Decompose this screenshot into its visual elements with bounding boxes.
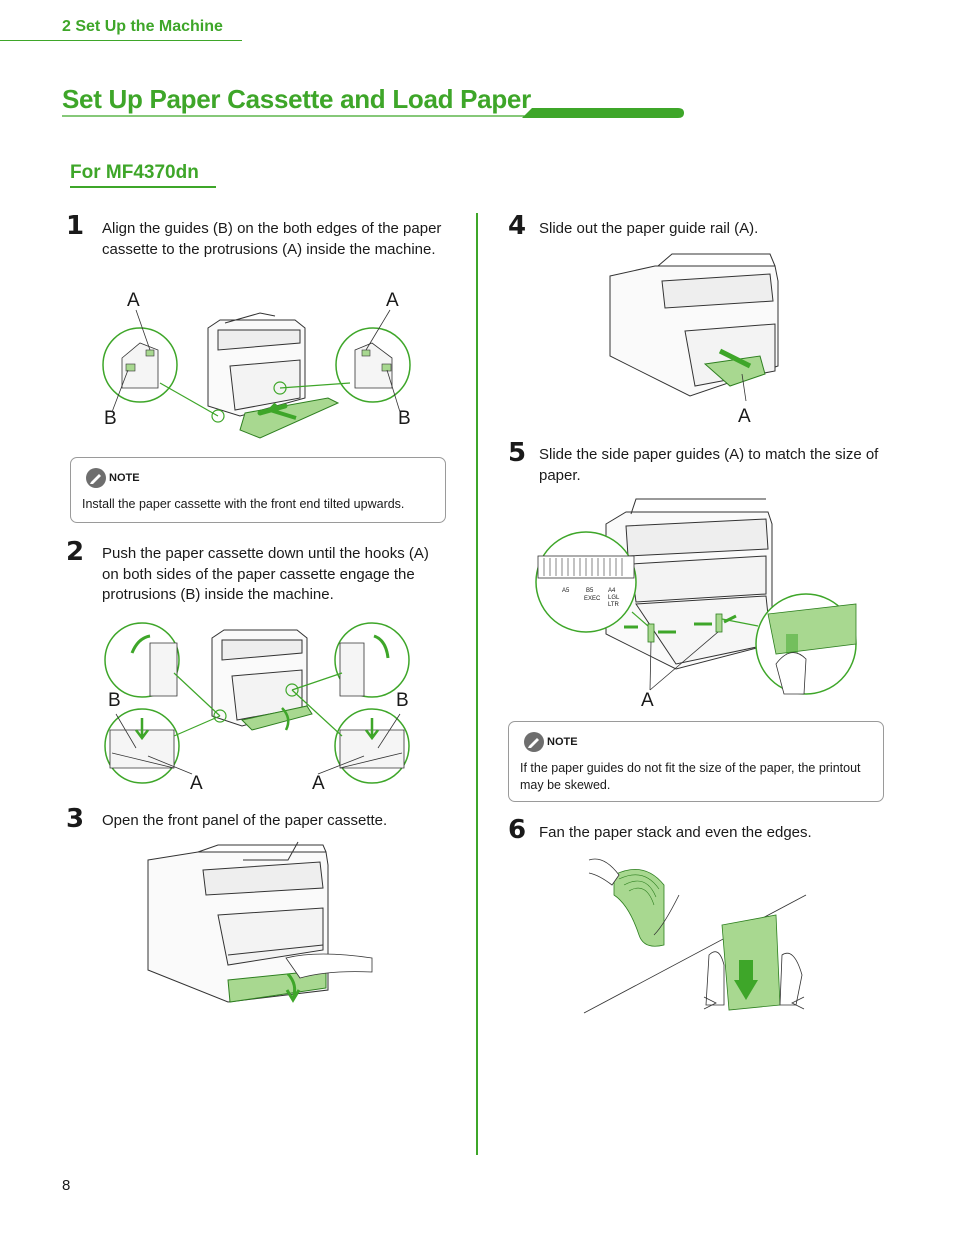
guide-rail-drawing: [609, 253, 779, 402]
callout-a-step5: A: [641, 690, 654, 711]
note-pencil-icon: [86, 468, 106, 488]
step-1-illustration: A A B B: [100, 288, 420, 448]
callout-b-right: B: [398, 408, 411, 429]
step-2-text: Push the paper cassette down until the h…: [102, 545, 429, 603]
callout-b-left-2: B: [108, 690, 121, 711]
column-divider: [476, 213, 478, 1155]
cassette-engage-drawing: [104, 622, 410, 784]
page-number: 8: [62, 1177, 71, 1194]
cassette-align-drawing: [102, 309, 411, 439]
model-subtitle: For MF4370dn: [70, 162, 199, 183]
step-3-illustration: [147, 841, 373, 1003]
size-a4: A4: [608, 588, 616, 594]
callout-b-left: B: [104, 408, 117, 429]
page-title: Set Up Paper Cassette and Load Paper: [62, 84, 531, 114]
step-4-text: Slide out the paper guide rail (A).: [539, 220, 759, 237]
chapter-header: 2 Set Up the Machine: [62, 18, 223, 35]
note-label-2: NOTE: [547, 736, 578, 748]
step-6-illustration: [583, 858, 807, 1014]
size-a5: A5: [562, 588, 570, 594]
step-1-number: 1: [66, 211, 85, 241]
callout-b-right-2: B: [396, 690, 409, 711]
chapter-underline: [0, 40, 242, 41]
title-underline: [62, 108, 684, 118]
step-1-text: Align the guides (B) on the both edges o…: [102, 220, 442, 258]
note-box-1: NOTE Install the paper cassette with the…: [70, 457, 446, 523]
size-exec: EXEC: [584, 596, 601, 602]
note-text-1: Install the paper cassette with the fron…: [82, 497, 405, 511]
callout-a-left-2: A: [190, 773, 203, 794]
note-text-2: If the paper guides do not fit the size …: [520, 761, 861, 792]
step-2-number: 2: [66, 537, 85, 567]
step-6-text: Fan the paper stack and even the edges.: [539, 824, 812, 841]
step-5-text: Slide the side paper guides (A) to match…: [539, 446, 879, 484]
size-b5: B5: [586, 588, 594, 594]
size-lgl: LGL: [608, 595, 620, 601]
step-3-text: Open the front panel of the paper casset…: [102, 812, 388, 829]
step-5-number: 5: [508, 438, 527, 468]
note-pencil-icon-2: [524, 732, 544, 752]
callout-a-right: A: [386, 290, 399, 311]
subtitle-underline: [70, 186, 216, 188]
callout-a-step4: A: [738, 406, 751, 427]
step-3-number: 3: [66, 804, 85, 834]
step-5-illustration: A: [535, 494, 857, 714]
step-2-illustration: B B A A: [102, 618, 412, 796]
step-4-illustration: A: [609, 246, 782, 427]
side-guides-drawing: [535, 498, 857, 695]
note-label-1: NOTE: [109, 472, 140, 484]
note-box-2: NOTE If the paper guides do not fit the …: [508, 721, 884, 802]
size-ltr: LTR: [608, 602, 619, 608]
callout-a-left: A: [127, 290, 140, 311]
step-6-number: 6: [508, 815, 527, 845]
callout-a-right-2: A: [312, 773, 325, 794]
step-4-number: 4: [508, 211, 527, 241]
